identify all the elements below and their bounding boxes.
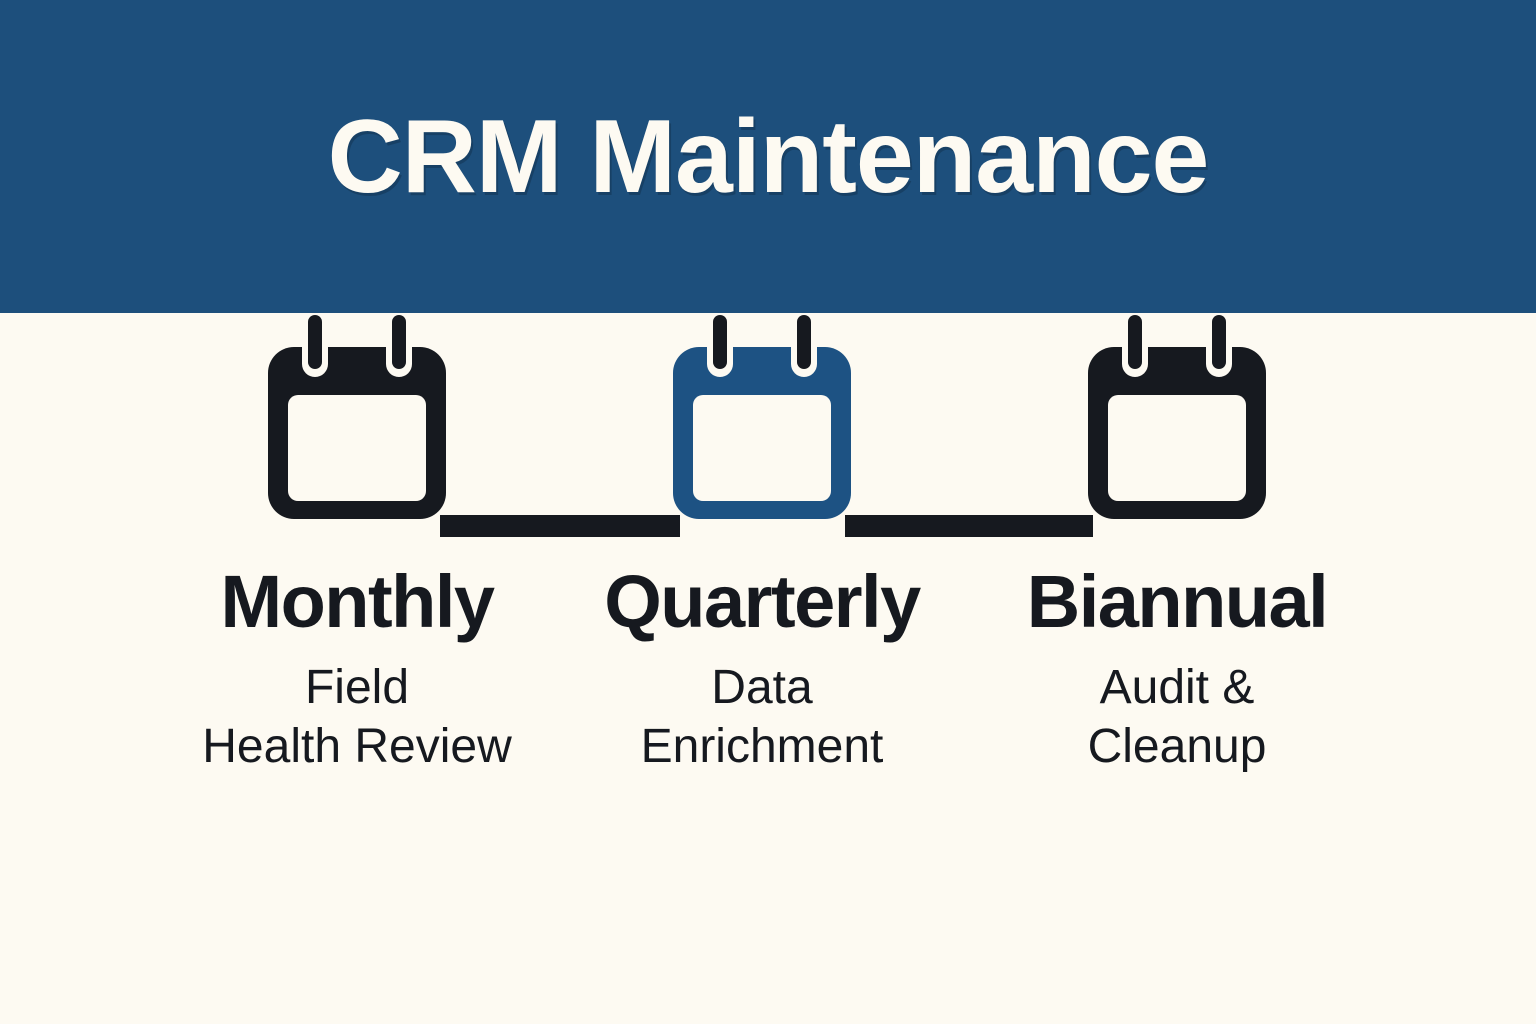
- node-biannual[interactable]: Biannual Audit & Cleanup: [977, 313, 1377, 776]
- calendar-icon: [268, 315, 446, 519]
- node-subtitle-line: Cleanup: [1087, 719, 1267, 773]
- calendar-icon: [673, 315, 851, 519]
- node-subtitle-line: Field: [304, 661, 410, 714]
- connector-monthly-quarterly: [440, 515, 680, 537]
- node-quarterly[interactable]: Quarterly Data Enrichment: [562, 313, 962, 776]
- maintenance-cadence-diagram: Monthly Field Health Review Quarterly: [0, 313, 1536, 1024]
- connector-quarterly-biannual: [845, 515, 1093, 537]
- node-subtitle-quarterly: Data Enrichment: [562, 659, 962, 776]
- node-subtitle-line: Health Review: [202, 719, 512, 773]
- calendar-icon-wrap-monthly: [262, 313, 452, 525]
- node-subtitle-biannual: Audit & Cleanup: [977, 659, 1377, 776]
- node-subtitle-line: Audit &: [1099, 661, 1255, 714]
- node-subtitle-line: Data: [711, 661, 813, 714]
- node-monthly[interactable]: Monthly Field Health Review: [157, 313, 557, 776]
- calendar-icon-wrap-biannual: [1082, 313, 1272, 525]
- node-subtitle-monthly: Field Health Review: [157, 659, 557, 776]
- calendar-icon-wrap-quarterly: [667, 313, 857, 525]
- node-subtitle-line: Enrichment: [640, 719, 884, 773]
- node-title-monthly: Monthly: [220, 560, 495, 643]
- page-title: CRM Maintenance: [327, 98, 1210, 215]
- calendar-icon: [1088, 315, 1266, 519]
- node-title-biannual: Biannual: [1026, 560, 1329, 643]
- header-banner: CRM Maintenance: [0, 0, 1536, 313]
- node-title-quarterly: Quarterly: [604, 560, 921, 643]
